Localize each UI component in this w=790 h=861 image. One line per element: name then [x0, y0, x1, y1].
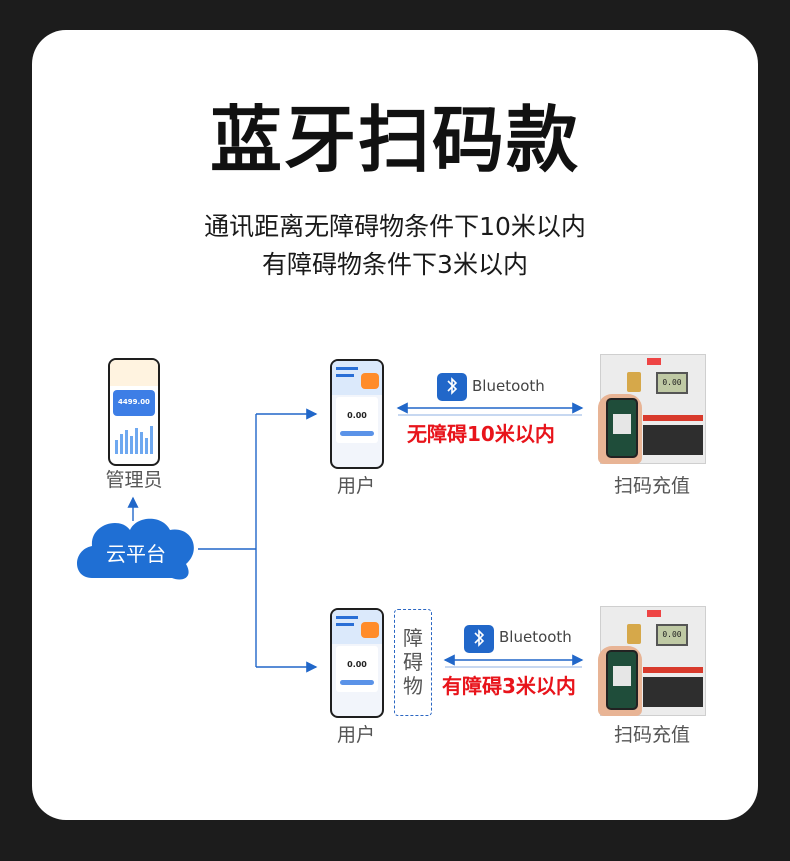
obstacle-char-1: 障 [403, 626, 423, 650]
scan-top-label: 扫码充值 [613, 475, 690, 497]
bluetooth-icon-bottom [464, 625, 494, 653]
obstacle-char-2: 碍 [403, 650, 423, 674]
cloud-label: 云平台 [106, 542, 166, 566]
bluetooth-label-top: Bluetooth [472, 377, 545, 395]
page-title: 蓝牙扫码款 [209, 98, 580, 182]
range-label-top: 无障碍10米以内 [407, 422, 555, 446]
admin-phone-card [113, 390, 155, 416]
meter-top-display: 0.00 [656, 372, 688, 394]
admin-phone-header [110, 360, 158, 386]
obstacle-char-3: 物 [403, 674, 423, 698]
scan-bottom-label: 扫码充值 [613, 724, 690, 746]
scan-phone-bottom [606, 650, 638, 710]
user-phone-bottom: 0.00 [330, 608, 384, 718]
admin-phone-amount: 4499.00 [118, 398, 150, 406]
user-phone-bottom-amount: 0.00 [347, 660, 367, 669]
range-label-bottom: 有障碍3米以内 [442, 674, 576, 698]
bluetooth-icon-top [437, 373, 467, 401]
user-bottom-label: 用户 [336, 724, 375, 746]
meter-bottom-display: 0.00 [656, 624, 688, 646]
user-top-label: 用户 [336, 475, 375, 497]
subtitle-line-1: 通讯距离无障碍物条件下10米以内 [204, 212, 586, 241]
admin-phone: 4499.00 [108, 358, 160, 466]
scan-phone-top [606, 398, 638, 458]
cloud-shape [77, 518, 194, 580]
bluetooth-label-bottom: Bluetooth [499, 628, 572, 646]
user-phone-top: 0.00 [330, 359, 384, 469]
user-phone-top-amount: 0.00 [347, 411, 367, 420]
obstacle-box: 障 碍 物 [394, 609, 432, 716]
subtitle-line-2: 有障碍物条件下3米以内 [262, 250, 528, 279]
connector-lines [77, 402, 584, 673]
admin-phone-bars [115, 424, 153, 454]
card: 蓝牙扫码款 通讯距离无障碍物条件下10米以内 有障碍物条件下3米以内 4499 [32, 30, 758, 820]
admin-label: 管理员 [105, 469, 163, 491]
